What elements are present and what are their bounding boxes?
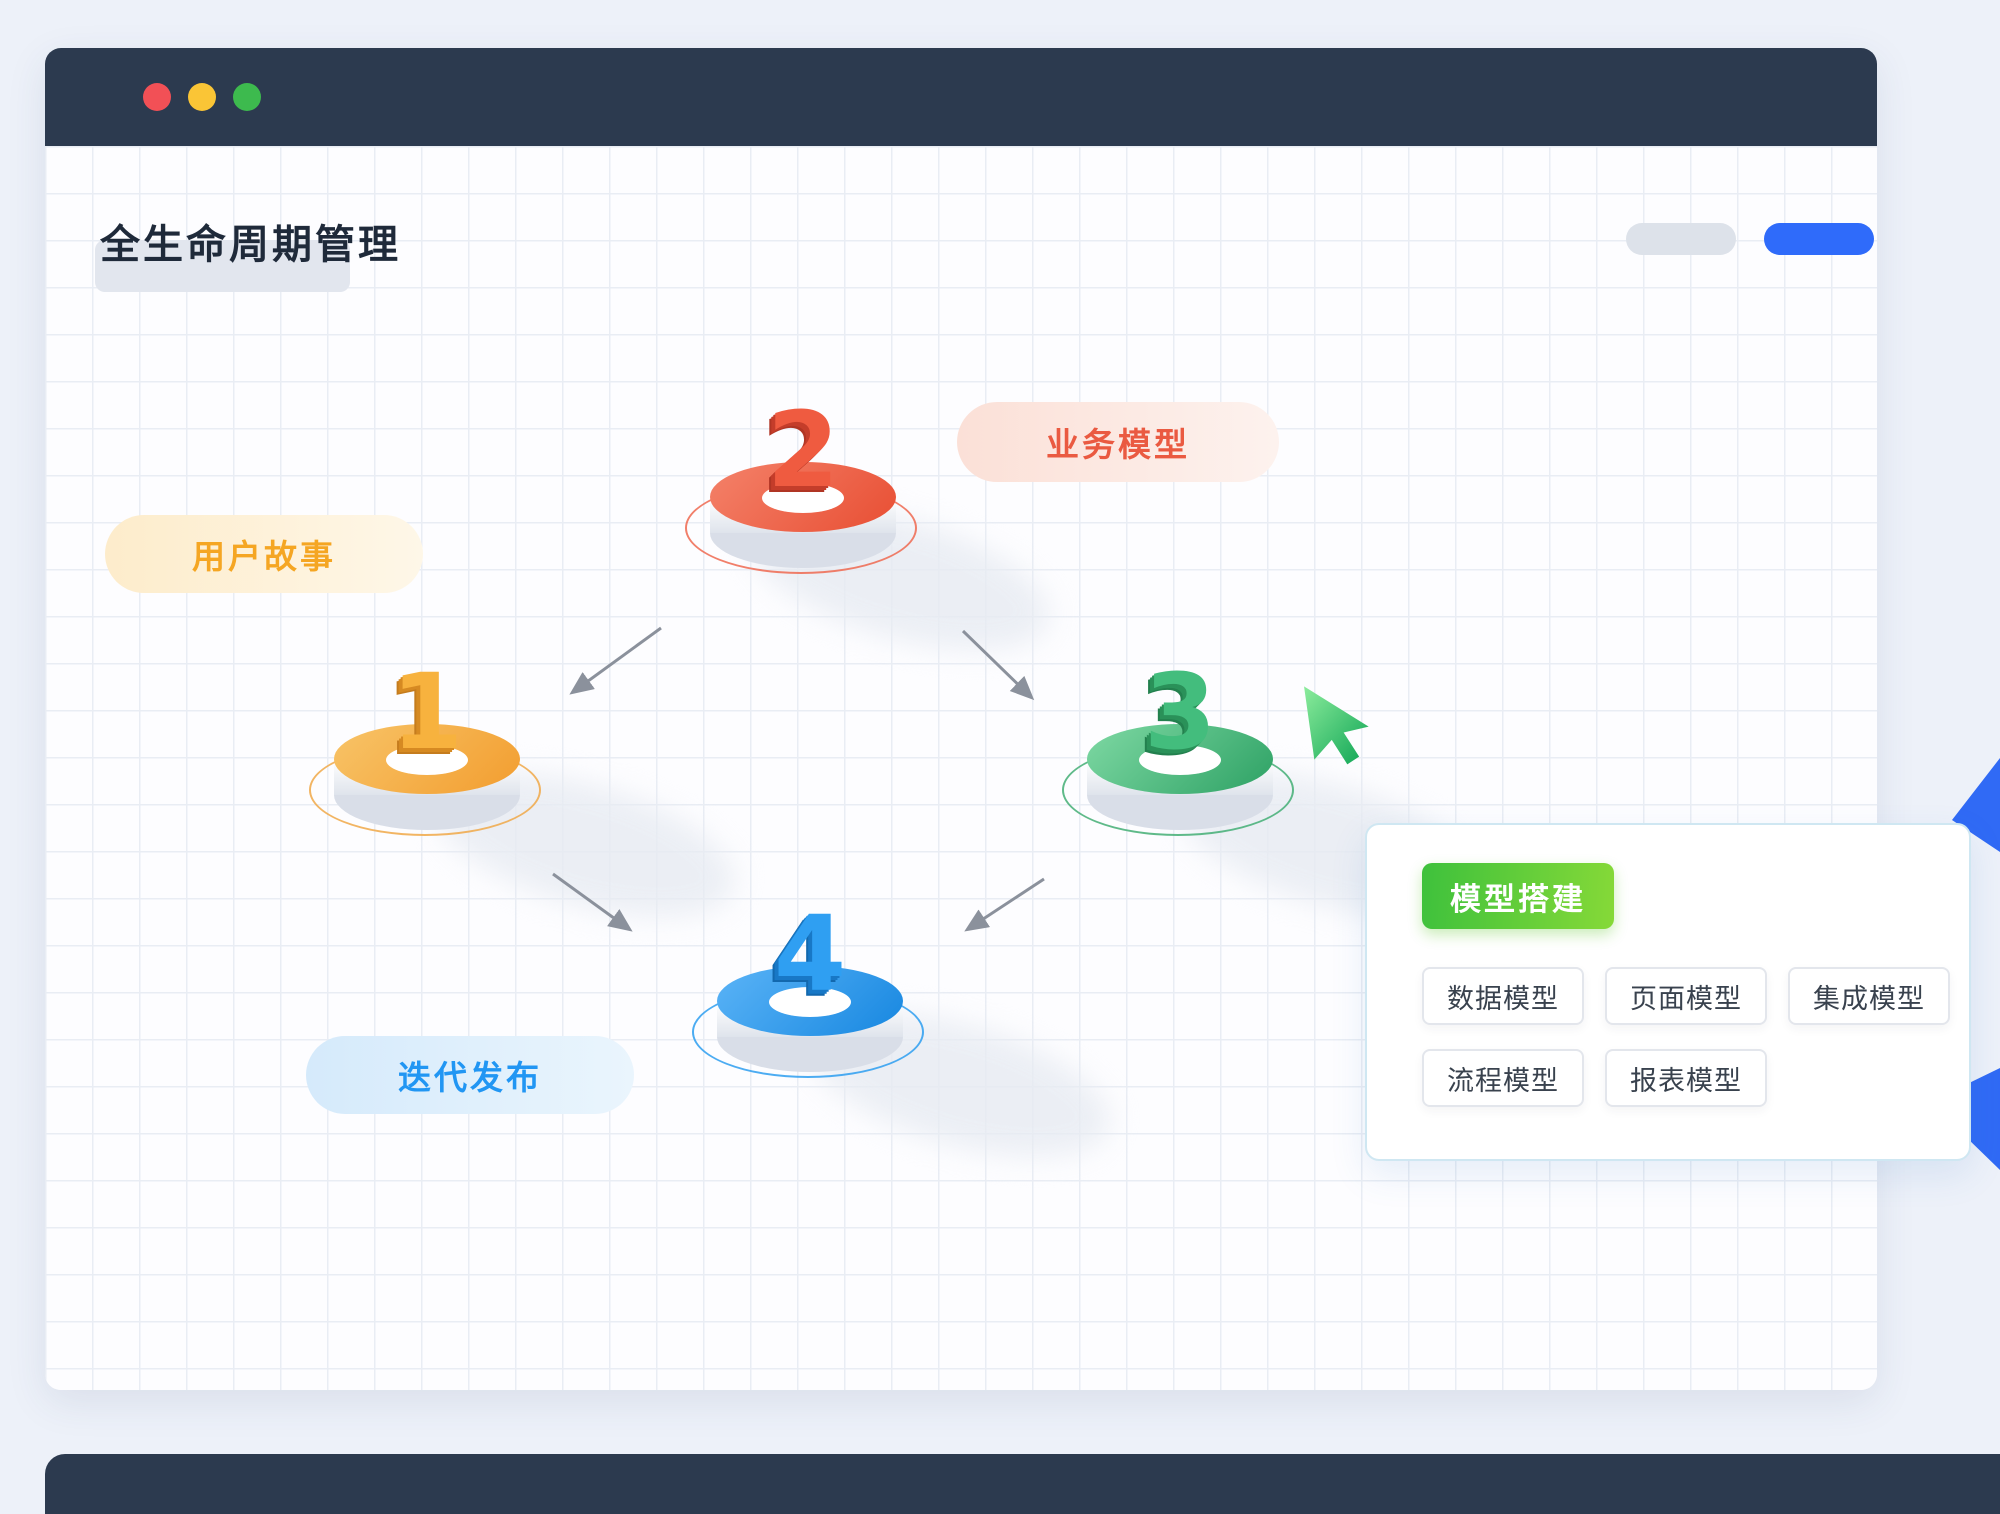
disc-center xyxy=(1139,745,1221,775)
disc-center xyxy=(769,987,851,1017)
step-number: 4 xyxy=(773,893,847,1015)
zoom-window-icon[interactable] xyxy=(233,83,261,111)
step-disc-2: 2 xyxy=(673,398,933,642)
browser-window xyxy=(45,48,1877,1390)
data-model-button[interactable]: 数据模型 xyxy=(1422,967,1584,1025)
step-number: 2 xyxy=(766,389,840,511)
model-build-button[interactable]: 模型搭建 xyxy=(1422,863,1614,929)
page-model-button[interactable]: 页面模型 xyxy=(1605,967,1767,1025)
window-titlebar xyxy=(45,48,1877,146)
bottom-bar xyxy=(45,1454,2000,1514)
tag-user-story: 用户故事 xyxy=(105,515,423,593)
cursor-pointer-icon xyxy=(1304,686,1369,765)
step-number: 1 xyxy=(390,651,464,773)
disc-center xyxy=(762,483,844,513)
secondary-pill-button[interactable] xyxy=(1626,223,1736,255)
model-panel: 模型搭建 数据模型 页面模型 集成模型 流程模型 报表模型 xyxy=(1365,823,1971,1161)
report-model-button[interactable]: 报表模型 xyxy=(1605,1049,1767,1107)
title-highlight-bar xyxy=(95,240,350,292)
process-model-button[interactable]: 流程模型 xyxy=(1422,1049,1584,1107)
page-title: 全生命周期管理 xyxy=(100,223,401,267)
integration-model-button[interactable]: 集成模型 xyxy=(1788,967,1950,1025)
tag-iteration-release: 迭代发布 xyxy=(306,1036,634,1114)
step-disc-4: 4 xyxy=(680,902,940,1146)
step-disc-3: 3 xyxy=(1050,660,1310,904)
step-number: 3 xyxy=(1143,651,1217,773)
primary-pill-button[interactable] xyxy=(1764,223,1874,255)
tag-business-model: 业务模型 xyxy=(957,402,1279,482)
minimize-window-icon[interactable] xyxy=(188,83,216,111)
step-disc-1: 1 xyxy=(297,660,557,904)
close-window-icon[interactable] xyxy=(143,83,171,111)
disc-center xyxy=(386,745,468,775)
